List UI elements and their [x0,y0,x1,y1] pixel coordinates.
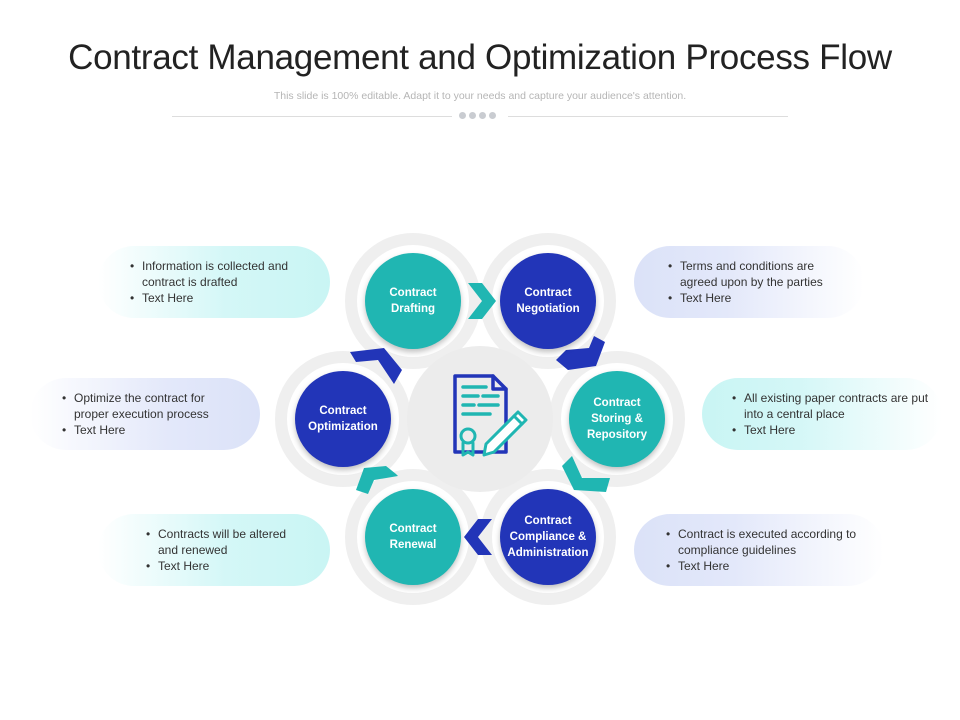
description-storing: All existing paper contracts are put int… [702,378,942,450]
ring-storing [549,351,685,487]
step-label: Contract Negotiation [516,287,580,315]
step-node-renewal: Contract Renewal [365,489,461,585]
bullet-list: Contracts will be altered and renewed Te… [144,526,308,574]
chevron-compliance-to-renewal [464,519,492,555]
bullet-item: Text Here [128,290,292,306]
page-title: Contract Management and Optimization Pro… [68,38,892,77]
bullet-item: Text Here [730,422,934,438]
bullet-item: Contract is executed according to compli… [664,526,878,558]
ring-compliance [480,469,616,605]
step-node-drafting: Contract Drafting [365,253,461,349]
chevron-optimization-to-drafting [350,348,402,384]
description-renewal: Contracts will be altered and renewed Te… [98,514,330,586]
description-compliance: Contract is executed according to compli… [634,514,884,586]
step-label: Contract Optimization [308,405,378,433]
bullet-item: Text Here [666,290,850,306]
bullet-item: Optimize the contract for proper executi… [60,390,234,422]
chevron-negotiation-to-storing [556,336,605,370]
step-node-storing: Contract Storing & Repository [569,371,665,467]
contract-document-pen-icon [453,374,528,457]
step-label: Contract Drafting [389,287,437,315]
description-drafting: Information is collected and contract is… [98,246,330,318]
center-circle [407,346,553,492]
bullet-list: Contract is executed according to compli… [664,526,878,574]
bullet-list: Terms and conditions are agreed upon by … [666,258,850,306]
bullet-item: Text Here [664,558,878,574]
description-negotiation: Terms and conditions are agreed upon by … [634,246,864,318]
bullet-item: Text Here [60,422,234,438]
step-label: Contract Renewal [389,523,437,551]
bullet-item: Terms and conditions are agreed upon by … [666,258,850,290]
ring-drafting [345,233,481,369]
bullet-item: Contracts will be altered and renewed [144,526,308,558]
divider-left [172,116,452,117]
step-label: Contract Compliance & Administration [507,515,589,559]
divider-right [508,116,788,117]
divider-dots [459,112,496,119]
chevron-storing-to-compliance [562,456,610,492]
description-optimization: Optimize the contract for proper executi… [30,378,260,450]
ring-optimization [275,351,411,487]
step-node-optimization: Contract Optimization [295,371,391,467]
bullet-list: Optimize the contract for proper executi… [60,390,234,438]
step-node-compliance: Contract Compliance & Administration [500,489,596,585]
bullet-item: Information is collected and contract is… [128,258,292,290]
page-subtitle: This slide is 100% editable. Adapt it to… [273,90,687,102]
step-node-negotiation: Contract Negotiation [500,253,596,349]
bullet-list: Information is collected and contract is… [128,258,292,306]
bullet-item: All existing paper contracts are put int… [730,390,934,422]
bullet-list: All existing paper contracts are put int… [730,390,934,438]
bullet-item: Text Here [144,558,308,574]
step-label: Contract Storing & Repository [586,397,648,441]
chevron-drafting-to-negotiation [468,283,496,319]
chevron-renewal-to-optimization [356,466,398,494]
